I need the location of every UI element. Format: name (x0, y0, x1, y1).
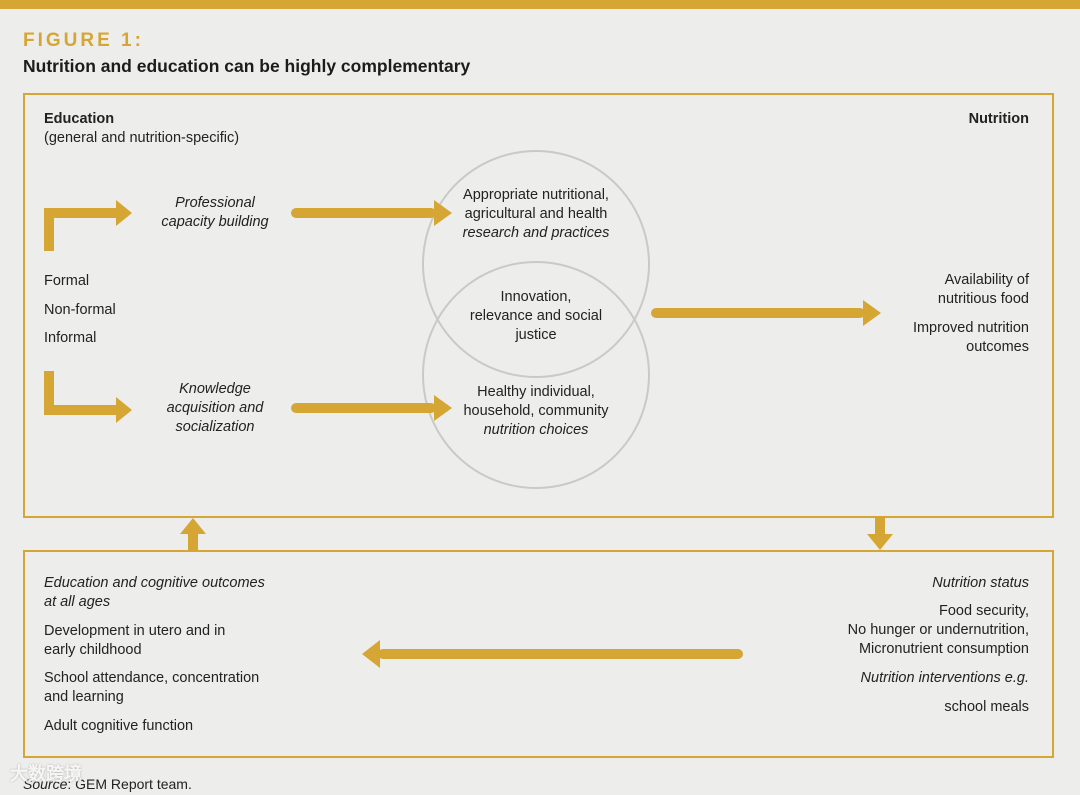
education-nutrition-box (23, 93, 1054, 518)
development-text: Development in utero and in early childh… (44, 623, 226, 658)
top-accent-bar (0, 0, 1080, 9)
arrow-nutrition-to-education (362, 640, 743, 668)
figure-label: FIGURE 1: (23, 30, 144, 51)
outcomes-box (23, 550, 1054, 758)
arrow-to-nutrition-outcomes (651, 300, 881, 326)
improved-outcomes-text: Improved nutrition outcomes (912, 320, 1029, 355)
figure-title: Nutrition and education can be highly co… (23, 56, 471, 76)
arrow-knowledge-to-circle (291, 395, 452, 421)
nutrition-status-heading: Nutrition status (932, 575, 1029, 591)
elbow-arrow-upper (44, 200, 132, 251)
availability-text: Availability of nutritious food (937, 272, 1029, 307)
education-type-formal: Formal (44, 273, 90, 289)
adult-cognitive-text: Adult cognitive function (44, 718, 194, 734)
food-security-text: Food security, No hunger or undernutriti… (847, 603, 1029, 657)
source-note: Source: GEM Report team. (23, 776, 192, 792)
arrow-down-to-outcomes (867, 518, 893, 550)
nutrition-interventions-heading: Nutrition interventions e.g. (860, 670, 1029, 686)
elbow-arrow-lower (44, 371, 132, 423)
education-heading: Education (44, 111, 115, 127)
venn-circle-top (422, 150, 650, 378)
professional-capacity-label: Professional capacity building (161, 195, 269, 230)
school-meals-text: school meals (944, 699, 1029, 715)
arrow-up-to-education (180, 518, 206, 550)
school-attendance-text: School attendance, concentration and lea… (44, 670, 260, 705)
education-type-nonformal: Non-formal (44, 302, 116, 318)
education-outcomes-heading: Education and cognitive outcomes at all … (44, 575, 265, 610)
education-type-informal: Informal (44, 330, 97, 346)
circle-top-text: Appropriate nutritional, agricultural an… (462, 187, 610, 241)
circle-bottom-text: Healthy individual, household, community… (463, 384, 609, 438)
arrow-professional-to-circle (291, 200, 452, 226)
nutrition-heading: Nutrition (968, 111, 1029, 127)
knowledge-acquisition-label: Knowledge acquisition and socialization (166, 381, 264, 435)
circle-overlap-text: Innovation, relevance and social justice (469, 289, 603, 343)
watermark: 大数跨境 (10, 764, 82, 784)
education-subheading: (general and nutrition-specific) (44, 130, 240, 146)
venn-circle-bottom (422, 261, 650, 489)
